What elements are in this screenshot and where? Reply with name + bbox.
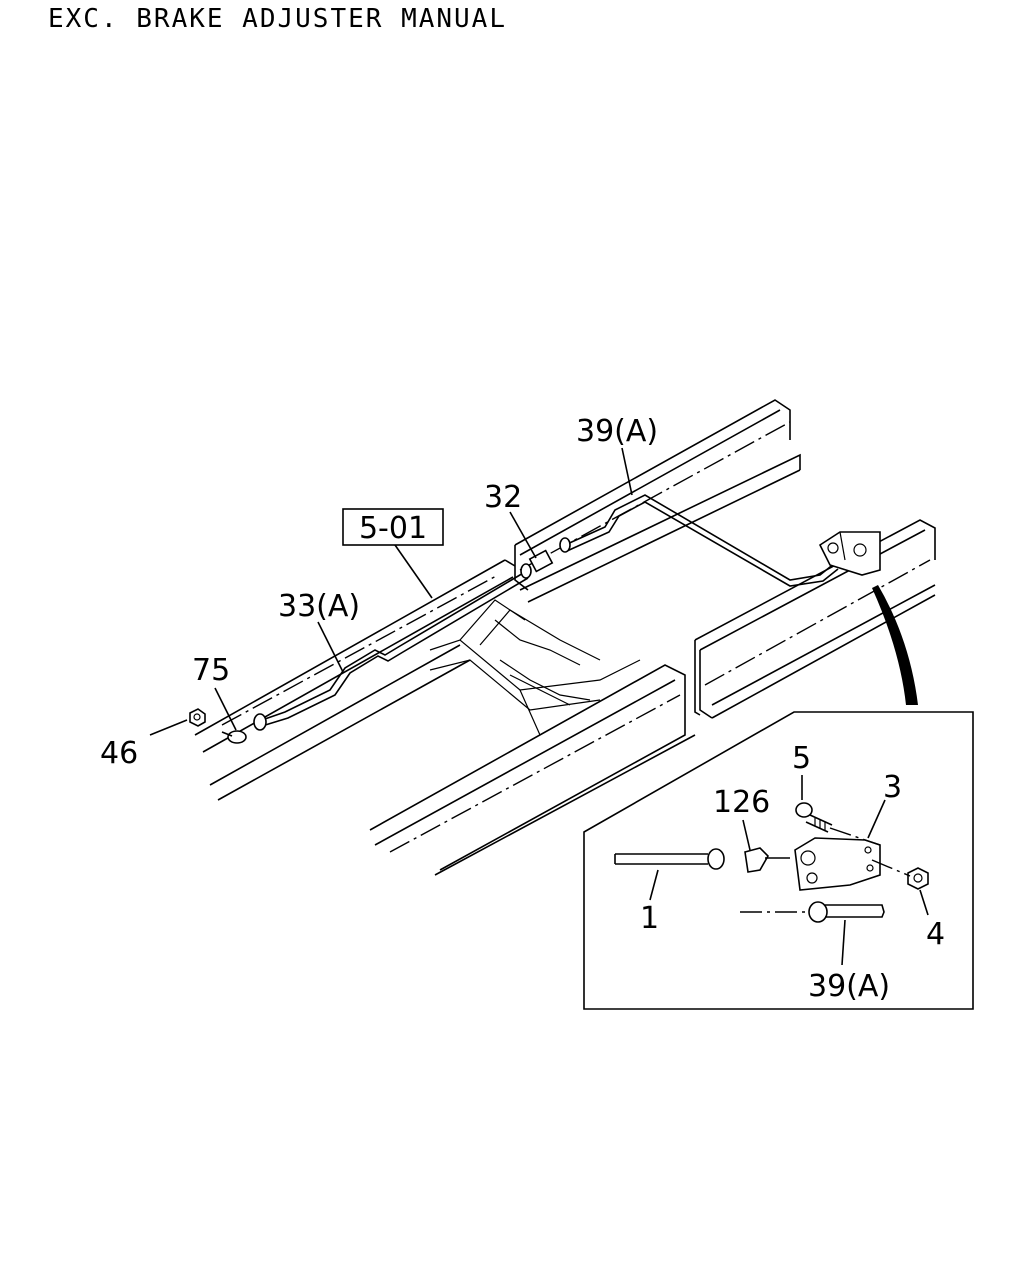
detail-parts — [614, 802, 929, 923]
callout-126: 126 — [713, 785, 770, 820]
callout-32: 32 — [484, 480, 522, 515]
fitting-32 — [520, 537, 571, 579]
detail-pointer — [872, 585, 918, 705]
reference-label: 5-01 — [359, 511, 427, 546]
cable-33a — [261, 571, 529, 727]
reference-box — [342, 508, 444, 546]
callout-39a-main: 39(A) — [576, 414, 658, 449]
callout-1: 1 — [640, 901, 659, 936]
nut-46 — [189, 708, 206, 727]
detail-view-box — [583, 711, 974, 1010]
diagram-heading: EXC. BRAKE ADJUSTER MANUAL — [48, 4, 507, 34]
fitting-end — [221, 713, 267, 744]
lower-frame-rail — [369, 664, 696, 876]
callout-33a: 33(A) — [278, 589, 360, 624]
callout-3: 3 — [883, 770, 902, 805]
cable-39a — [564, 494, 839, 587]
callout-5: 5 — [792, 741, 811, 776]
bracket-assembly — [818, 531, 881, 576]
cross-member — [429, 599, 641, 736]
callout-75: 75 — [192, 653, 230, 688]
callout-46: 46 — [100, 736, 138, 771]
callout-4: 4 — [926, 917, 945, 952]
right-frame-rail-lower — [694, 519, 936, 719]
leader-lines — [149, 447, 929, 966]
callout-39a-detail: 39(A) — [808, 969, 890, 1004]
